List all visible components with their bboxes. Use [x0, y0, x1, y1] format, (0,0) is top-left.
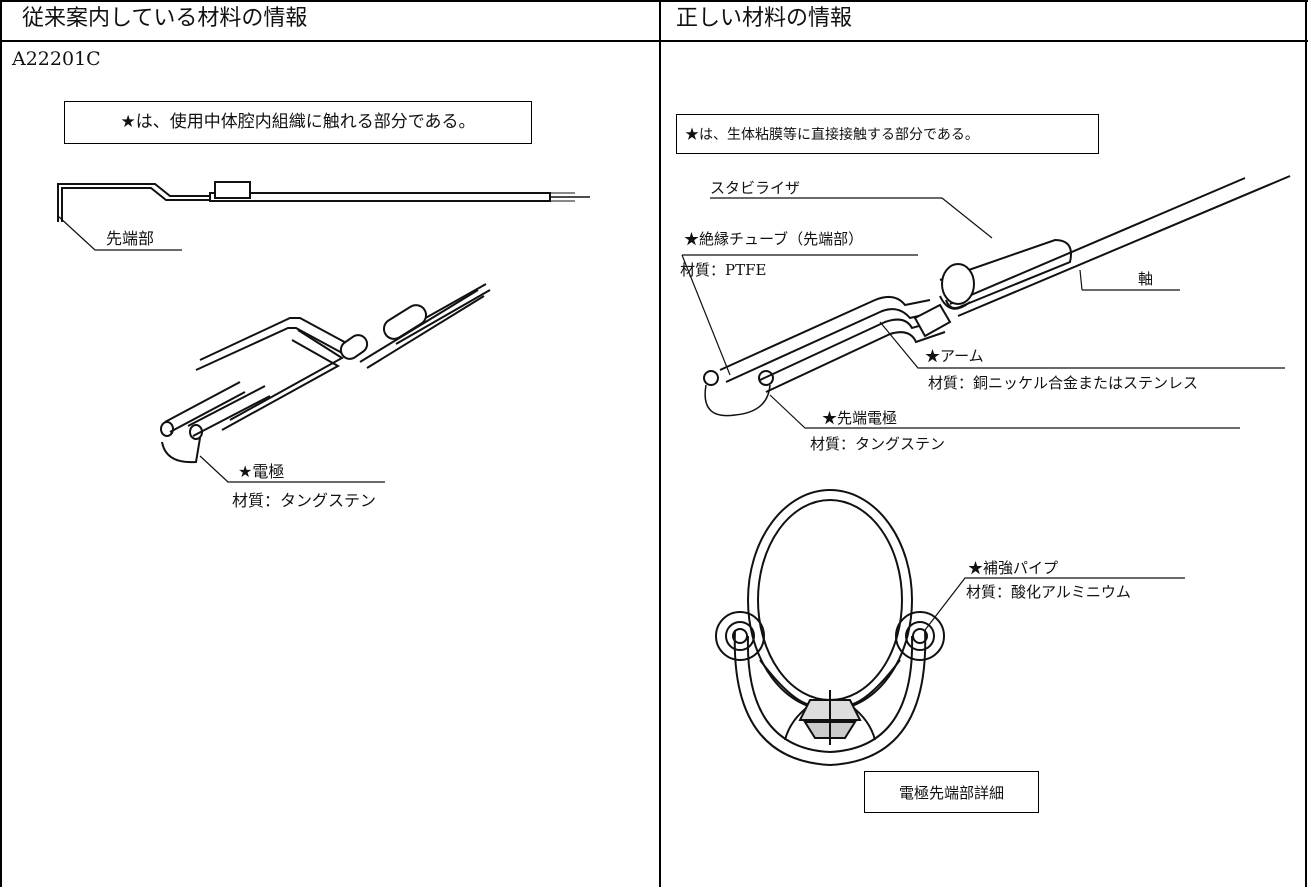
reinforcing-pipe-label: ★補強パイプ	[968, 559, 1059, 577]
arm-material-label: 材質：銅ニッケル合金またはステンレス	[928, 374, 1199, 392]
left-instrument-overview	[57, 181, 590, 222]
arm-label: ★アーム	[925, 347, 984, 365]
right-leaders	[681, 197, 1285, 429]
header-divider	[0, 40, 1308, 42]
right-pipe-leader	[924, 577, 1185, 631]
tip-label: 先端部	[106, 229, 155, 248]
shaft-label: 軸	[1138, 270, 1154, 288]
tip-electrode-label: ★先端電極	[822, 409, 898, 427]
table-right-border	[1305, 0, 1307, 887]
left-note-box: ★は、使用中体腔内組織に触れる部分である。	[64, 101, 532, 144]
electrode-label: ★電極	[238, 462, 285, 481]
table-left-border	[0, 0, 2, 887]
right-note-box: ★は、生体粘膜等に直接接触する部分である。	[676, 114, 1099, 154]
insulation-material-label: 材質：PTFE	[680, 261, 767, 279]
reinforcing-pipe-material-label: 材質：酸化アルミニウム	[966, 583, 1131, 601]
insulation-tube-label: ★絶縁チューブ（先端部）	[684, 230, 864, 248]
tip-electrode-material-label: 材質：タングステン	[810, 435, 946, 453]
header-correct: 正しい材料の情報	[676, 6, 853, 31]
header-conventional: 従来案内している材料の情報	[22, 6, 308, 31]
right-tip-detail	[715, 489, 945, 767]
left-tip-closeup	[160, 283, 491, 464]
left-electrode-leader	[199, 455, 385, 483]
stabilizer-label: スタビライザ	[710, 179, 801, 197]
model-number: A22201C	[12, 48, 101, 70]
column-divider	[659, 0, 661, 887]
table-top-border	[0, 0, 1308, 2]
left-tip-leader	[57, 215, 182, 251]
electrode-material-label: 材質：タングステン	[232, 491, 377, 510]
detail-caption-box: 電極先端部詳細	[864, 771, 1039, 813]
